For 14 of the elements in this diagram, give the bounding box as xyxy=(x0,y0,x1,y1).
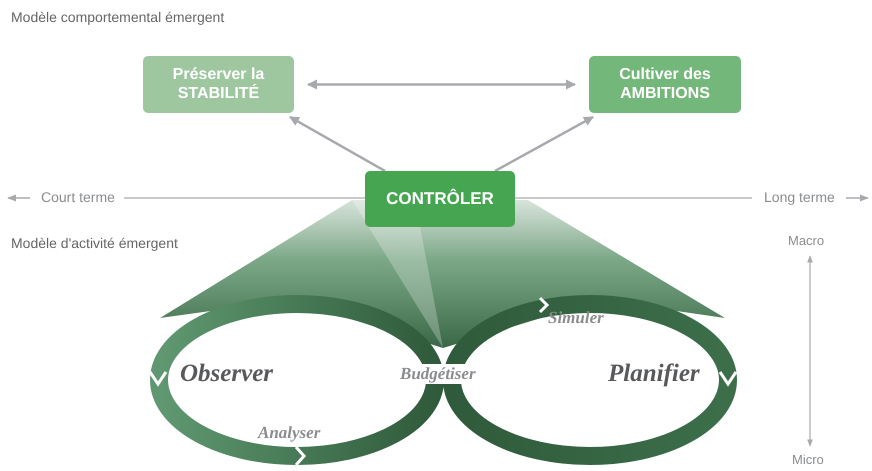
loop-label: Observer xyxy=(180,360,274,388)
arrow xyxy=(307,80,576,90)
loop-label: Analyser xyxy=(258,423,320,443)
heading: Modèle comportemental émergent xyxy=(11,9,224,25)
loop-label: Simuler xyxy=(548,308,604,328)
arrow xyxy=(494,116,594,172)
axis-label: Macro xyxy=(788,233,824,248)
process-box: CONTRÔLER xyxy=(365,171,515,227)
heading: Modèle d'activité émergent xyxy=(11,235,178,251)
arrow xyxy=(289,116,386,172)
process-box: Préserver la STABILITÉ xyxy=(143,56,294,113)
loop-label: Planifier xyxy=(608,360,700,388)
process-box: Cultiver des AMBITIONS xyxy=(589,56,741,113)
axis-label: Micro xyxy=(792,452,824,467)
